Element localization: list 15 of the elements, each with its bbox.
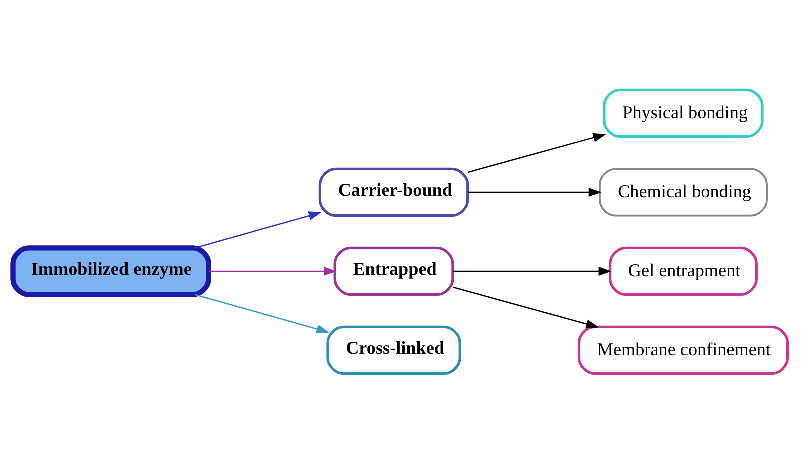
node-box: Immobilized enzyme — [10, 246, 212, 298]
node-box: Carrier-bound — [318, 168, 470, 218]
arrow — [468, 188, 602, 198]
node-box: Physical bonding — [603, 88, 764, 138]
arrow — [208, 266, 337, 276]
arrow — [468, 133, 606, 174]
arrow — [452, 286, 600, 329]
arrow — [453, 266, 612, 276]
node-box: Entrapped — [334, 246, 454, 296]
node-box: Membrane confinement — [578, 326, 790, 376]
node-box: Cross-linked — [326, 326, 462, 376]
arrow — [195, 212, 322, 249]
node-box: Gel entrapment — [609, 246, 758, 296]
node-box: Chemical bonding — [598, 168, 768, 217]
arrow — [195, 294, 330, 334]
